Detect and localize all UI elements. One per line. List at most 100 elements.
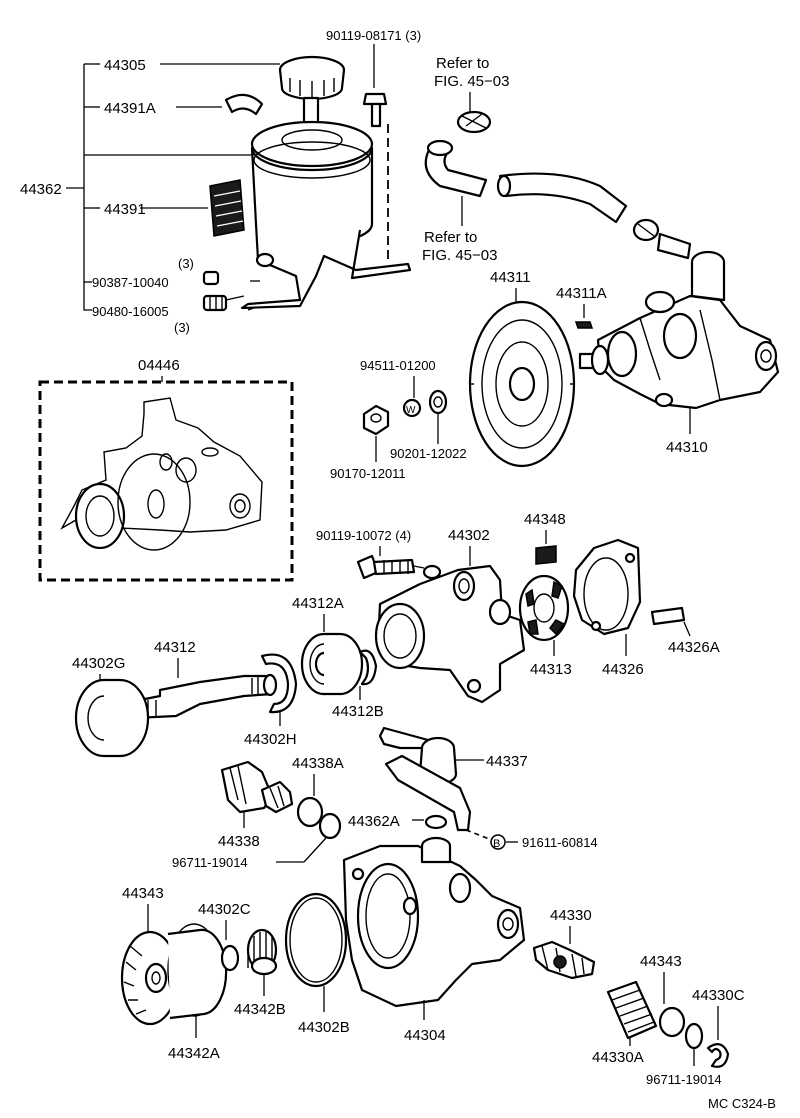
oring-96711-a bbox=[318, 812, 342, 840]
suction-hose bbox=[498, 172, 628, 224]
reservoir-group: 44305 44391A 44362 44391 (3) 90387-10040… bbox=[20, 28, 421, 335]
gasket-kit-oring-d bbox=[229, 493, 251, 519]
cam-ring-44326 bbox=[572, 538, 642, 636]
gasket-44362a bbox=[424, 814, 448, 830]
label-90480-qty: (3) bbox=[174, 320, 190, 335]
label-44330: 44330 bbox=[550, 907, 592, 924]
gasket-kit-oring-e bbox=[234, 499, 246, 513]
rear-housing-group: 44343 44342A 44302C 44342B 44302B bbox=[120, 836, 745, 1087]
label-44348: 44348 bbox=[524, 511, 566, 528]
leader-dashed-b bbox=[465, 829, 493, 841]
label-90170: 90170-12011 bbox=[330, 466, 406, 481]
hose-clamp-top bbox=[456, 110, 492, 134]
label-96711-a: 96711-19014 bbox=[172, 855, 248, 870]
label-44391: 44391 bbox=[104, 201, 146, 218]
clip-90387 bbox=[202, 270, 220, 286]
label-90387: 90387-10040 bbox=[92, 275, 169, 290]
gasket-kit-frame bbox=[38, 380, 294, 582]
nut-90480 bbox=[202, 294, 245, 312]
front-housing-group: 90119-10072 (4) 44302 44348 bbox=[72, 511, 720, 758]
oil-seal-44302g bbox=[74, 678, 150, 758]
spring-44342b bbox=[246, 928, 278, 976]
bracket-44362 bbox=[83, 64, 92, 311]
gasket-kit-oring-b bbox=[159, 453, 173, 471]
label-44304: 44304 bbox=[404, 1027, 446, 1044]
label-refer-top-1: Refer to bbox=[436, 55, 489, 72]
label-44311: 44311 bbox=[490, 269, 531, 286]
label-refer-mid-1: Refer to bbox=[424, 229, 477, 246]
seal-44391a bbox=[224, 93, 264, 116]
gasket-kit-seal bbox=[74, 482, 126, 550]
pump-assembly-44310 bbox=[578, 250, 780, 410]
label-44338: 44338 bbox=[218, 833, 260, 850]
pin-44326a bbox=[650, 606, 686, 626]
label-94511: 94511-01200 bbox=[360, 358, 436, 373]
union-group: 44337 44362A B 91611-60814 44338 44338A … bbox=[172, 726, 598, 870]
label-44313: 44313 bbox=[530, 661, 572, 678]
snap-ring-44330c bbox=[706, 1043, 730, 1068]
gasket-kit-04446: 04446 bbox=[38, 357, 294, 582]
gasket-kit-oring-c bbox=[201, 447, 219, 457]
figure-code: MC C324-B bbox=[708, 1096, 776, 1111]
spring-44330a bbox=[606, 980, 658, 1040]
key-44311a bbox=[574, 321, 594, 329]
label-90201: 90201-12022 bbox=[390, 446, 467, 461]
gasket-kit-oring-small bbox=[147, 489, 165, 519]
oring-44338a bbox=[296, 796, 324, 828]
bearing-44312a bbox=[300, 632, 364, 696]
pulley-group: 44311 44311A 94511-01200 W 90201-12022 bbox=[330, 250, 780, 481]
label-90387-qty: (3) bbox=[178, 256, 194, 271]
gasket-kit-oring-large bbox=[117, 453, 191, 551]
leader-44326a bbox=[683, 621, 691, 637]
label-44330a: 44330A bbox=[592, 1049, 644, 1066]
label-44362a: 44362A bbox=[348, 813, 400, 830]
label-90480: 90480-16005 bbox=[92, 304, 169, 319]
hose-group: Refer to FIG. 45−03 Refer to FIG. 45−03 bbox=[422, 55, 692, 264]
bolt-mark-b: B bbox=[490, 834, 506, 850]
label-44326a: 44326A bbox=[668, 639, 720, 656]
label-44362: 44362 bbox=[20, 181, 62, 198]
plug-44338 bbox=[220, 760, 294, 814]
shaft-44312 bbox=[128, 673, 278, 720]
label-90119-08171: 90119-08171 (3) bbox=[326, 28, 421, 43]
label-04446: 04446 bbox=[138, 357, 180, 374]
label-44342b: 44342B bbox=[234, 1001, 286, 1018]
union-44337 bbox=[378, 726, 472, 832]
label-44302h: 44302H bbox=[244, 731, 297, 748]
label-44302c: 44302C bbox=[198, 901, 251, 918]
snap-ring-44312b bbox=[358, 649, 378, 686]
washer-94511: W bbox=[402, 398, 422, 418]
oring-96711-b bbox=[684, 1022, 704, 1050]
label-44312a: 44312A bbox=[292, 595, 344, 612]
front-housing-44302 bbox=[374, 564, 526, 704]
label-91611: 91611-60814 bbox=[522, 835, 598, 850]
leader-96711-a-diag bbox=[303, 837, 327, 863]
reservoir-tank bbox=[240, 120, 412, 310]
reservoir-cap-44305 bbox=[278, 55, 346, 130]
nut-90170 bbox=[362, 404, 390, 436]
rear-housing-44304 bbox=[342, 836, 526, 1008]
label-44342a: 44342A bbox=[168, 1045, 220, 1062]
label-44310: 44310 bbox=[666, 439, 708, 456]
bolt-90119-10072 bbox=[356, 554, 442, 580]
label-44326: 44326 bbox=[602, 661, 644, 678]
cushion-44391 bbox=[209, 179, 245, 237]
label-44302b: 44302B bbox=[298, 1019, 350, 1036]
plug-44343-right bbox=[658, 1006, 686, 1038]
washer-90201 bbox=[428, 389, 448, 415]
label-refer-mid-2: FIG. 45−03 bbox=[422, 247, 497, 264]
plate-44348 bbox=[535, 545, 557, 565]
gasket-kit-oring-a bbox=[175, 457, 197, 483]
label-44305: 44305 bbox=[104, 57, 146, 74]
oring-44302b bbox=[284, 892, 348, 988]
label-44343-right: 44343 bbox=[640, 953, 682, 970]
spring-plate-44342a bbox=[167, 923, 228, 1038]
label-44312: 44312 bbox=[154, 639, 196, 656]
label-refer-top-2: FIG. 45−03 bbox=[434, 73, 509, 90]
label-44302g: 44302G bbox=[72, 655, 125, 672]
label-44337: 44337 bbox=[486, 753, 528, 770]
hose-fitting bbox=[656, 232, 692, 260]
valve-44330 bbox=[532, 940, 596, 980]
label-44338a: 44338A bbox=[292, 755, 344, 772]
